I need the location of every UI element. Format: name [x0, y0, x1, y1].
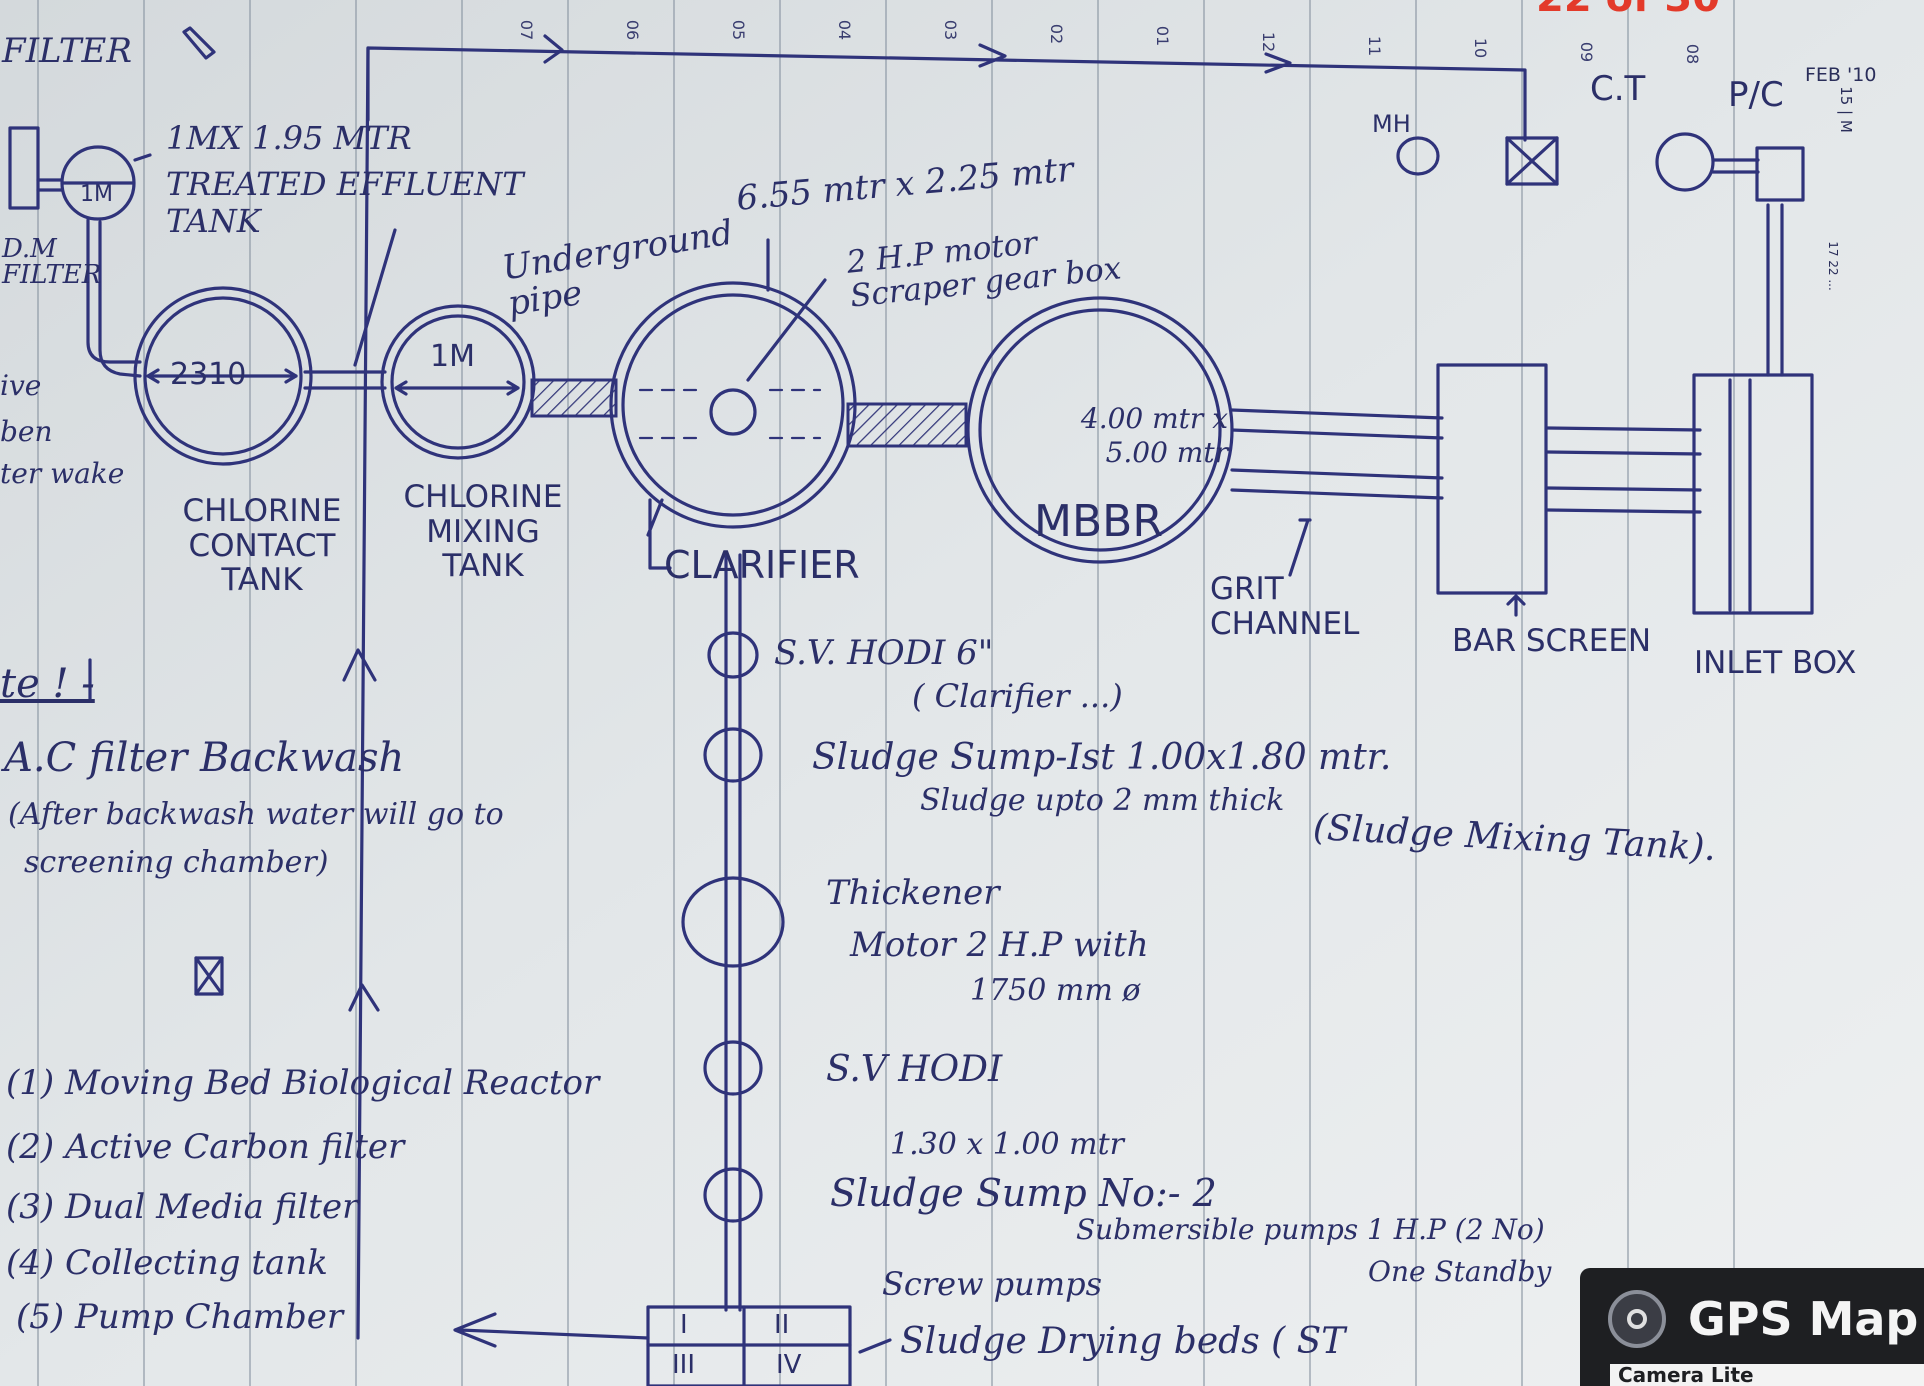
left-margin-text-1: ive: [0, 369, 42, 402]
treated-tank-label: TREATED EFFLUENT TANK: [166, 165, 524, 240]
pc-label: P/C: [1728, 75, 1784, 115]
col-num: 10: [1471, 37, 1491, 59]
drying-bed-2: II: [774, 1310, 790, 1340]
gps-map-camera-badge: GPS Map Camera Lite: [1580, 1268, 1924, 1386]
sv-hodi-1: [707, 631, 759, 679]
top-arrow-1: [543, 34, 564, 64]
col-num: 12: [1259, 31, 1279, 53]
drying-bed-4: IV: [776, 1350, 802, 1380]
sludge-sump-1-label: Sludge Sump-Ist 1.00x1.80 mtr.: [812, 737, 1392, 778]
clarifier-inner: [621, 293, 845, 517]
pc-box: [1755, 146, 1805, 202]
sump2-size-label: 1.30 x 1.00 mtr: [890, 1127, 1124, 1162]
backwash-note-line-2: screening chamber): [24, 845, 329, 880]
col-num: 02: [1047, 23, 1067, 45]
treated-tank-1m: 1M: [80, 182, 113, 207]
sv-hodi-2: [703, 1040, 763, 1096]
ct-circle: [1655, 132, 1715, 192]
col-num: 03: [941, 19, 961, 41]
sludge-sump-2-label: Sludge Sump No:- 2: [830, 1171, 1217, 1215]
col-num: 06: [623, 19, 643, 41]
gps-title: GPS Map: [1688, 1292, 1919, 1346]
thickener-label: Thickener: [826, 873, 1000, 913]
treated-tank-size: 1MX 1.95 MTR: [166, 119, 412, 157]
top-arrow-2: [978, 43, 1007, 68]
submersible-pumps-label: Submersible pumps 1 H.P (2 No): [1076, 1213, 1545, 1246]
mbbr-size: 4.00 mtr x 5.00 mtr: [1080, 402, 1228, 469]
col-num: 01: [1153, 25, 1173, 47]
thickener-dia-label: 1750 mm ø: [970, 973, 1141, 1008]
clarifier-hindi-note: ( Clarifier ...): [912, 677, 1123, 715]
drying-bed-3: III: [672, 1350, 696, 1380]
screw-pumps-label: Screw pumps: [882, 1265, 1102, 1303]
backwash-note-line-1: (After backwash water will go to: [8, 797, 504, 832]
legend-item: (1) Moving Bed Biological Reactor: [6, 1063, 600, 1103]
sv-hodi-6-label: S.V. HODI 6": [774, 633, 994, 673]
note-label: te ! -: [0, 661, 95, 707]
chlorine-mixing-label: CHLORINE MIXING TANK: [403, 479, 563, 585]
left-margin-text-3: ter wake: [0, 457, 125, 490]
hatched-pipes: [530, 378, 968, 448]
ct-label: C.T: [1590, 69, 1646, 109]
col-num: 07: [517, 19, 537, 41]
legend-item: (3) Dual Media filter: [6, 1187, 359, 1227]
drying-bed-1: I: [680, 1310, 688, 1340]
ruled-lines: [37, 0, 1735, 1386]
inlet-box: [1692, 373, 1814, 615]
top-arrow-3: [1264, 52, 1292, 74]
filter-label: FILTER: [2, 31, 132, 71]
col-num: 08: [1683, 43, 1703, 65]
legend-item: (2) Active Carbon filter: [6, 1127, 405, 1167]
manhole: [1396, 136, 1440, 176]
sludge-drying-beds-label: Sludge Drying beds ( ST: [900, 1321, 1346, 1362]
chlorine-contact-tank-outer: [133, 286, 313, 466]
mixing-tank-1m: 1M: [430, 339, 475, 374]
col-num: 04: [835, 19, 855, 41]
chlorine-contact-label: CHLORINE CONTACT TANK: [182, 493, 342, 599]
dm-filter-label: D.M FILTER: [2, 234, 102, 290]
small-box: [194, 956, 224, 996]
clarifier-label: CLARIFIER: [664, 543, 860, 587]
gps-subtitle: Camera Lite: [1610, 1364, 1924, 1386]
clarifier-center: [709, 388, 757, 436]
sludge-sump-2: [703, 1167, 763, 1223]
thickener-tank: [681, 876, 785, 968]
calendar-day: 15 | M: [1836, 86, 1855, 133]
legend-item: (4) Collecting tank: [6, 1243, 328, 1283]
left-margin-text-2: ben: [0, 415, 53, 448]
calendar-week: 17 22 ...: [1825, 241, 1840, 291]
contact-tank-size: 2310: [170, 357, 247, 392]
bar-screen-box: [1436, 363, 1548, 595]
chlorine-mixing-tank-inner: [390, 314, 526, 450]
pencil-icon: [182, 26, 216, 60]
calendar-month: FEB '10: [1805, 64, 1877, 86]
col-num: 05: [729, 19, 749, 41]
junction-box: [1505, 136, 1559, 186]
thickener-motor-label: Motor 2 H.P with: [850, 925, 1149, 965]
mbbr-label: MBBR: [1034, 496, 1163, 547]
sludge-line: [724, 553, 742, 1312]
chlorine-contact-tank-inner: [143, 296, 303, 456]
page-counter: 22 of 30: [1536, 0, 1720, 18]
camera-icon: [1608, 1290, 1666, 1348]
sludge-sump-1: [703, 727, 763, 783]
vertical-return-line: [356, 46, 370, 1340]
sludge-upto-label: Sludge upto 2 mm thick: [920, 783, 1285, 818]
legend-item: (5) Pump Chamber: [16, 1297, 344, 1337]
col-num: 09: [1577, 41, 1597, 63]
mh-label: MH: [1372, 110, 1411, 138]
dm-filter-box: [8, 126, 40, 210]
one-standby-label: One Standby: [1368, 1255, 1552, 1288]
grit-channel-lines: [1230, 408, 1444, 500]
inlet-box-label: INLET BOX: [1694, 645, 1857, 681]
col-num: 11: [1365, 35, 1385, 57]
grit-channel-label: GRIT CHANNEL: [1210, 571, 1360, 642]
sv-hodi-label: S.V HODI: [826, 1049, 1003, 1090]
ac-filter-backwash: A.C filter Backwash: [4, 735, 405, 781]
pipe-to-contact-tank: [86, 218, 142, 378]
mbbr-inner: [978, 308, 1222, 552]
bar-screen-label: BAR SCREEN: [1452, 623, 1652, 659]
